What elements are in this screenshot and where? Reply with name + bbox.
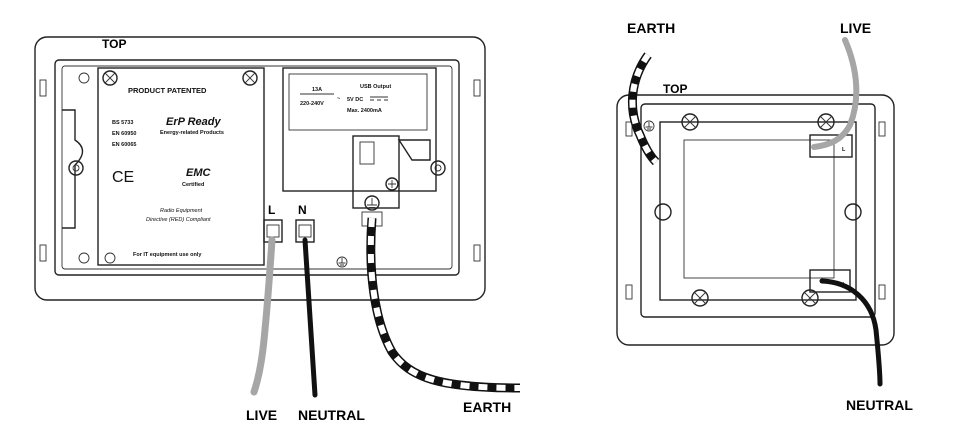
- earth-symbol-icon: [643, 120, 655, 132]
- mounting-lug: [62, 109, 84, 229]
- rating-current: 13A: [312, 87, 322, 93]
- right-earth-label: EARTH: [627, 20, 675, 36]
- backbox-opening: [659, 121, 857, 301]
- backbox-cavity: [683, 139, 835, 279]
- back-box-diagram: L N TOP EARTH LIVE NEUTRAL: [616, 20, 913, 413]
- screw-icon: [385, 177, 399, 191]
- lug-hole-inner: [72, 164, 80, 172]
- fixing-hole: [78, 72, 90, 84]
- screw-icon: [817, 113, 835, 131]
- earth-symbol-icon: [336, 256, 348, 268]
- emc-subtitle: Certified: [182, 182, 204, 188]
- faceplate-outline: [34, 36, 486, 301]
- socket-inner-edge: [61, 65, 453, 270]
- terminal-l-label: L: [842, 147, 846, 153]
- left-earth-label: EARTH: [463, 399, 511, 415]
- terminal-n-screw: [298, 224, 312, 238]
- screw-icon: [242, 70, 258, 86]
- clip: [397, 139, 431, 161]
- rating-voltage: 220-240V: [300, 101, 324, 107]
- side-tab: [473, 79, 481, 97]
- red-line-2: Directive (RED) Compliant: [146, 217, 211, 223]
- side-tab: [39, 244, 47, 262]
- earth-screw-icon: [364, 195, 380, 211]
- standard-2: EN 60950: [112, 131, 136, 137]
- lug-hole: [68, 160, 84, 176]
- red-line-1: Radio Equipment: [160, 208, 203, 214]
- ce-mark: CE: [112, 169, 134, 186]
- left-live-label: LIVE: [246, 407, 277, 423]
- live-wire: [811, 37, 860, 150]
- erp-title: ErP Ready: [166, 116, 222, 128]
- rating-label: [288, 73, 428, 131]
- switch-lever: [359, 141, 375, 165]
- emc-title: EMC: [186, 167, 212, 179]
- right-neutral-label: NEUTRAL: [846, 397, 913, 413]
- live-wire: [250, 236, 276, 396]
- side-tab: [878, 284, 886, 300]
- earth-wire-stripes: [367, 217, 521, 391]
- screw-icon: [681, 113, 699, 131]
- lug-hole: [844, 203, 862, 221]
- rating-sep: ~: [337, 96, 340, 102]
- lug-hole-inner: [434, 164, 442, 172]
- terminal-l-screw: [266, 224, 280, 238]
- it-note: For IT equipment use only: [133, 252, 202, 258]
- side-tab: [625, 284, 633, 300]
- terminal-n-block: [809, 269, 851, 293]
- side-tab: [39, 79, 47, 97]
- screw-icon: [102, 70, 118, 86]
- erp-subtitle: Energy-related Products: [160, 130, 224, 136]
- lug-hole: [654, 203, 672, 221]
- neutral-wire: [819, 278, 883, 387]
- right-top-label: TOP: [663, 82, 687, 96]
- lug-hole: [430, 160, 446, 176]
- right-live-label: LIVE: [840, 20, 871, 36]
- earth-wire-stripes: [629, 53, 659, 165]
- fixing-hole: [104, 252, 116, 264]
- left-top-label: TOP: [102, 37, 126, 51]
- terminal-n-label: N: [298, 203, 307, 217]
- usb-max: Max. 2400mA: [347, 108, 382, 114]
- earth-wire: [366, 217, 521, 393]
- usb-module: [282, 67, 437, 192]
- fixing-hole: [78, 252, 90, 264]
- label-plate: [97, 67, 265, 266]
- backbox-frame: [616, 94, 895, 346]
- standard-3: EN 60065: [112, 142, 136, 148]
- neutral-wire: [302, 237, 318, 398]
- backbox-inner: [640, 103, 876, 318]
- terminal-l-label: L: [268, 203, 275, 217]
- left-neutral-label: NEUTRAL: [298, 407, 365, 423]
- usb-dc: 5V DC: [347, 97, 363, 103]
- socket-back-diagram: PRODUCT PATENTED BS 5733 EN 60950 EN 600…: [34, 36, 521, 423]
- side-tab: [473, 244, 481, 262]
- usb-title: USB Output: [360, 84, 391, 90]
- terminal-l-block: [809, 134, 853, 158]
- side-tab: [878, 121, 886, 137]
- side-tab: [625, 121, 633, 137]
- dc-symbol-icon: [370, 96, 388, 101]
- socket-body: [54, 59, 460, 276]
- screw-icon: [691, 289, 709, 307]
- standard-1: BS 5733: [112, 120, 133, 126]
- plate-title: PRODUCT PATENTED: [128, 86, 207, 95]
